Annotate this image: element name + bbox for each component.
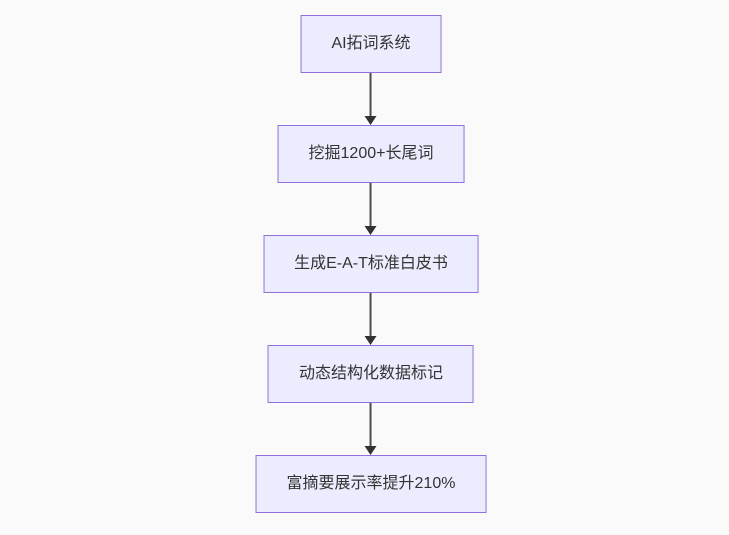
- flow-node-eat-whitepaper: 生成E-A-T标准白皮书: [263, 235, 479, 293]
- flowchart-canvas: AI拓词系统 挖掘1200+长尾词 生成E-A-T标准白皮书 动态结构化数据标记…: [255, 15, 487, 513]
- arrow-down-icon: [365, 226, 377, 235]
- flow-arrow-2: [365, 183, 377, 235]
- flow-arrow-4: [365, 403, 377, 455]
- flow-arrow-1: [365, 73, 377, 125]
- arrow-down-icon: [365, 446, 377, 455]
- arrow-line: [370, 403, 372, 446]
- flow-node-structured-data-markup: 动态结构化数据标记: [267, 345, 474, 403]
- flow-node-rich-snippet-result: 富摘要展示率提升210%: [255, 455, 487, 513]
- arrow-line: [370, 293, 372, 336]
- arrow-down-icon: [365, 116, 377, 125]
- arrow-line: [370, 73, 372, 116]
- flow-node-longtail-mining: 挖掘1200+长尾词: [277, 125, 465, 183]
- arrow-down-icon: [365, 336, 377, 345]
- flow-node-ai-keyword-system: AI拓词系统: [300, 15, 442, 73]
- flow-arrow-3: [365, 293, 377, 345]
- arrow-line: [370, 183, 372, 226]
